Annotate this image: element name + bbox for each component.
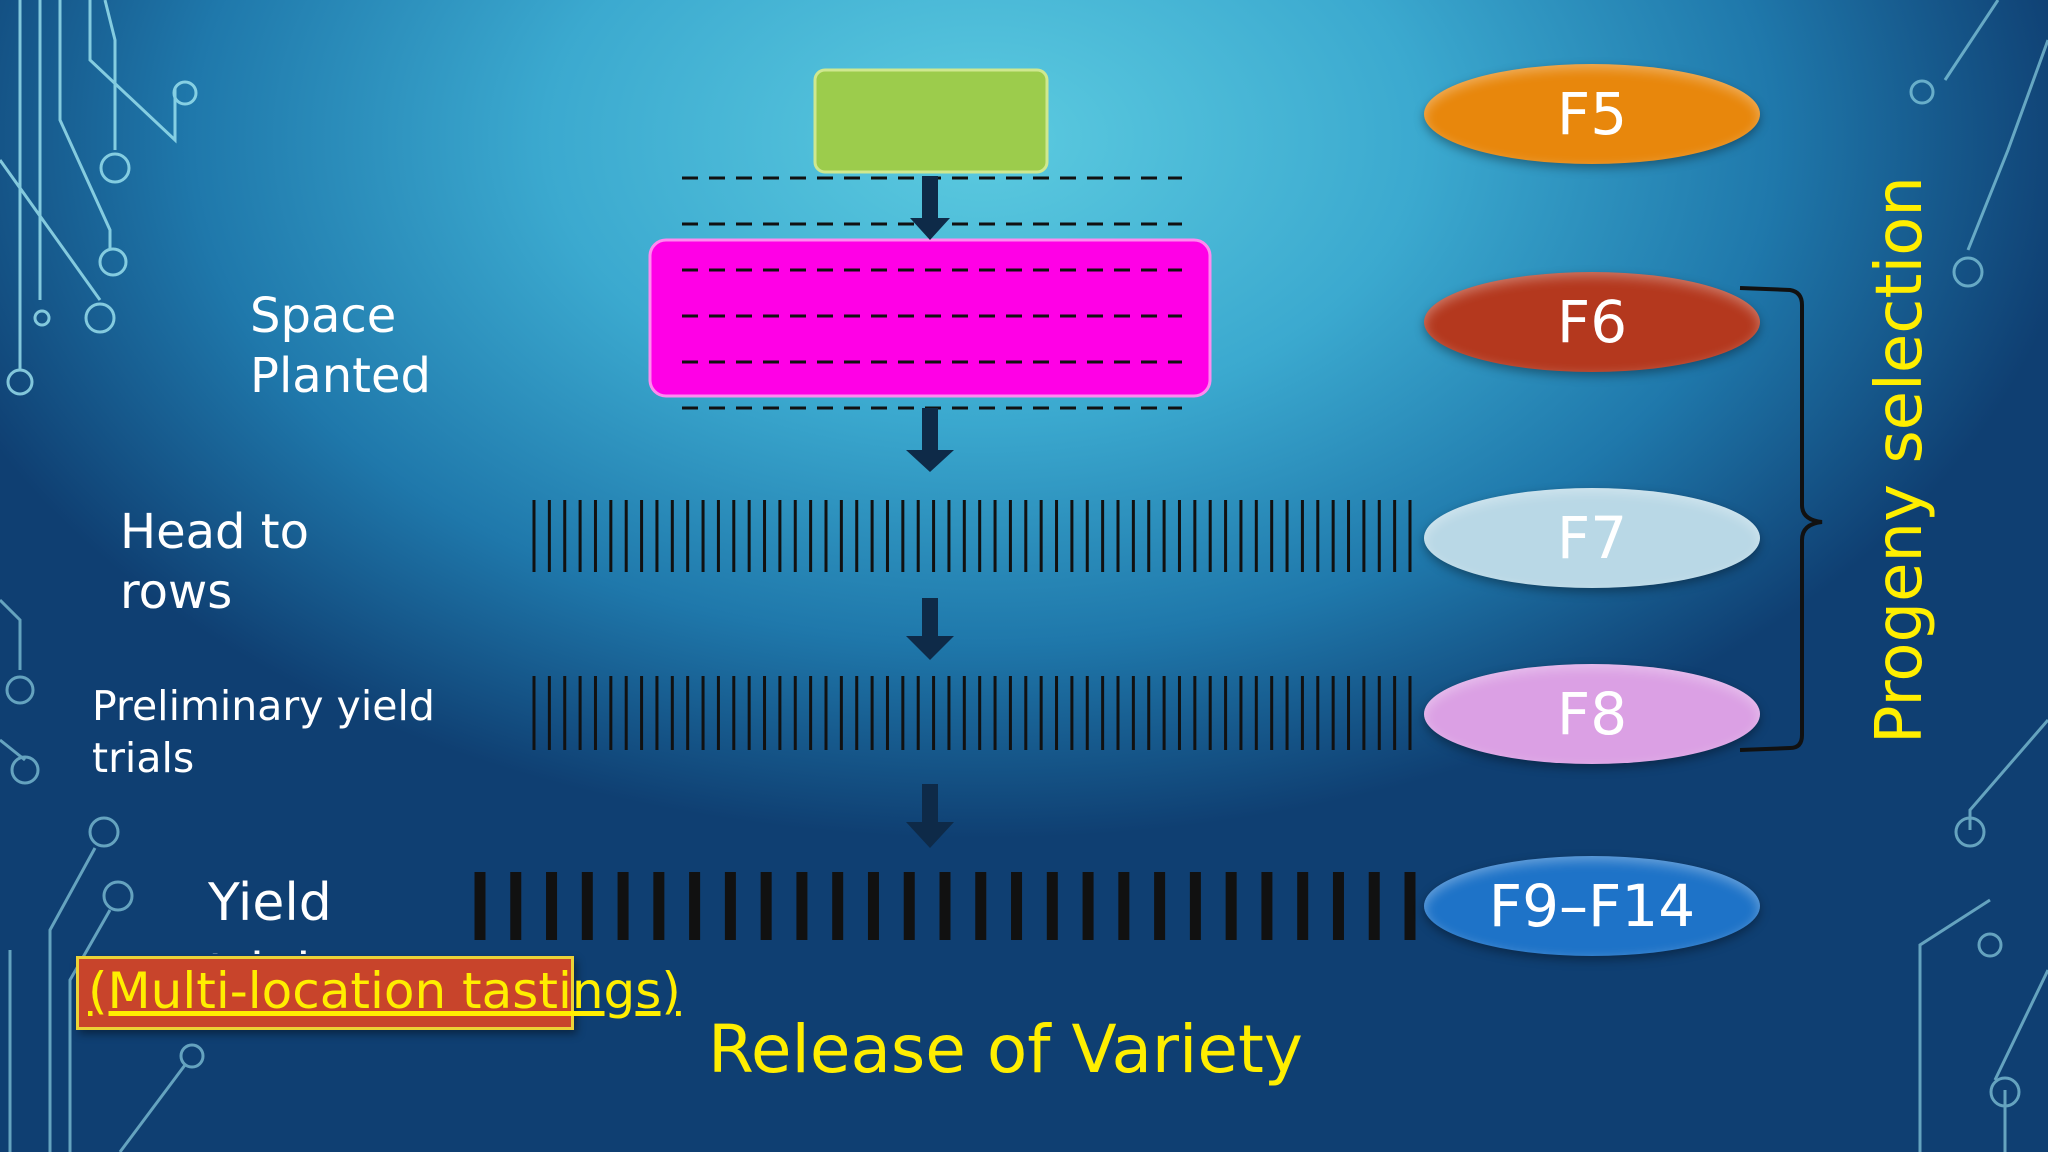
generation-f8: F8 [1424, 664, 1760, 764]
generation-f6-label: F6 [1556, 288, 1628, 356]
arrow-down-icon [906, 784, 954, 848]
progeny-bracket [1739, 286, 1823, 752]
arrow-down-icon [910, 176, 950, 240]
f5-seed-box [813, 68, 1049, 174]
generation-f9-f14: F9–F14 [1424, 856, 1760, 956]
generation-f6: F6 [1424, 272, 1760, 372]
progeny-selection-text: Progeny selection [1863, 176, 1937, 744]
release-of-variety: Release of Variety [708, 1011, 1303, 1088]
generation-f7: F7 [1424, 488, 1760, 588]
note-box [76, 956, 574, 1030]
generation-f7-label: F7 [1556, 504, 1628, 572]
yield-trials-label: Yield trials [208, 873, 338, 954]
space-planted-label: Space Planted [250, 288, 431, 404]
generation-f9-f14-label: F9–F14 [1488, 872, 1696, 940]
multi-location-note: (Multi-location tastings) [88, 962, 681, 1020]
arrow-down-icon [906, 598, 954, 660]
yield-trial-plots [474, 872, 1416, 940]
generation-f5: F5 [1424, 64, 1760, 164]
generation-f8-label: F8 [1556, 680, 1628, 748]
space-planted-box [648, 238, 1212, 398]
head-to-rows-label: Head to rows [120, 504, 309, 620]
head-to-row-plots [532, 500, 1412, 572]
generation-f5-label: F5 [1556, 80, 1628, 148]
preliminary-yield-plots [532, 676, 1412, 750]
arrow-down-icon [906, 408, 954, 472]
preliminary-yield-label: Preliminary yield trials [92, 682, 435, 782]
